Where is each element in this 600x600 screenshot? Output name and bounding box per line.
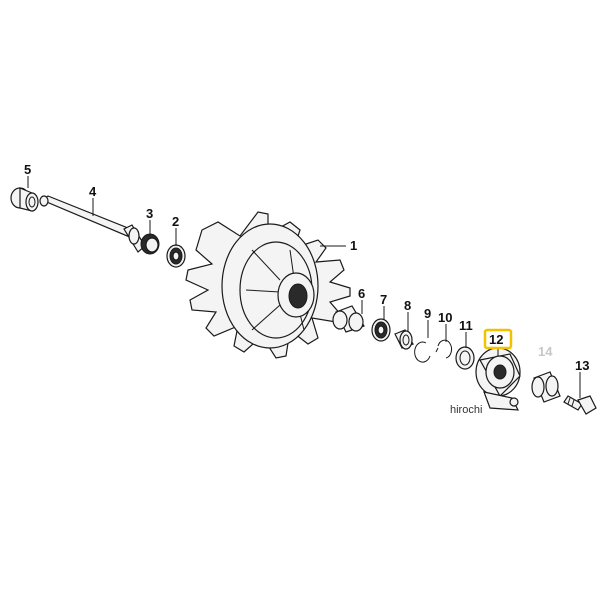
watermark-text: hirochi bbox=[450, 404, 482, 416]
callout-2: 2 bbox=[172, 214, 179, 229]
callout-14: 14 bbox=[538, 344, 553, 359]
part-6-spacer bbox=[332, 305, 365, 333]
highlight-box-12 bbox=[483, 328, 513, 350]
part-4-axle bbox=[39, 195, 146, 253]
part-11-seal-ring bbox=[455, 346, 475, 370]
part-8-spacer-ring bbox=[394, 329, 414, 350]
callout-7: 7 bbox=[380, 292, 387, 307]
callout-1: 1 bbox=[350, 238, 357, 253]
callout-8: 8 bbox=[404, 298, 411, 313]
callout-3: 3 bbox=[146, 206, 153, 221]
callout-10: 10 bbox=[438, 310, 452, 325]
callout-13: 13 bbox=[575, 358, 589, 373]
part-10-circlip bbox=[435, 339, 453, 359]
callout-12: 12 bbox=[489, 332, 503, 347]
part-2-bearing bbox=[166, 244, 186, 268]
part-12-speedo-drive bbox=[475, 347, 521, 411]
callout-11: 11 bbox=[459, 318, 473, 333]
part-13-bolt bbox=[563, 395, 597, 415]
part-14-spacer bbox=[531, 371, 561, 403]
part-9-circlip bbox=[414, 341, 431, 363]
part-3-seal bbox=[140, 233, 160, 255]
part-1-hub bbox=[185, 211, 351, 359]
callout-6: 6 bbox=[358, 286, 365, 301]
callout-5: 5 bbox=[24, 162, 31, 177]
part-7-bearing bbox=[371, 318, 391, 342]
callout-4: 4 bbox=[89, 184, 97, 199]
leader-lines bbox=[27, 176, 581, 398]
part-5-sleeve bbox=[10, 187, 39, 212]
callout-9: 9 bbox=[424, 306, 431, 321]
